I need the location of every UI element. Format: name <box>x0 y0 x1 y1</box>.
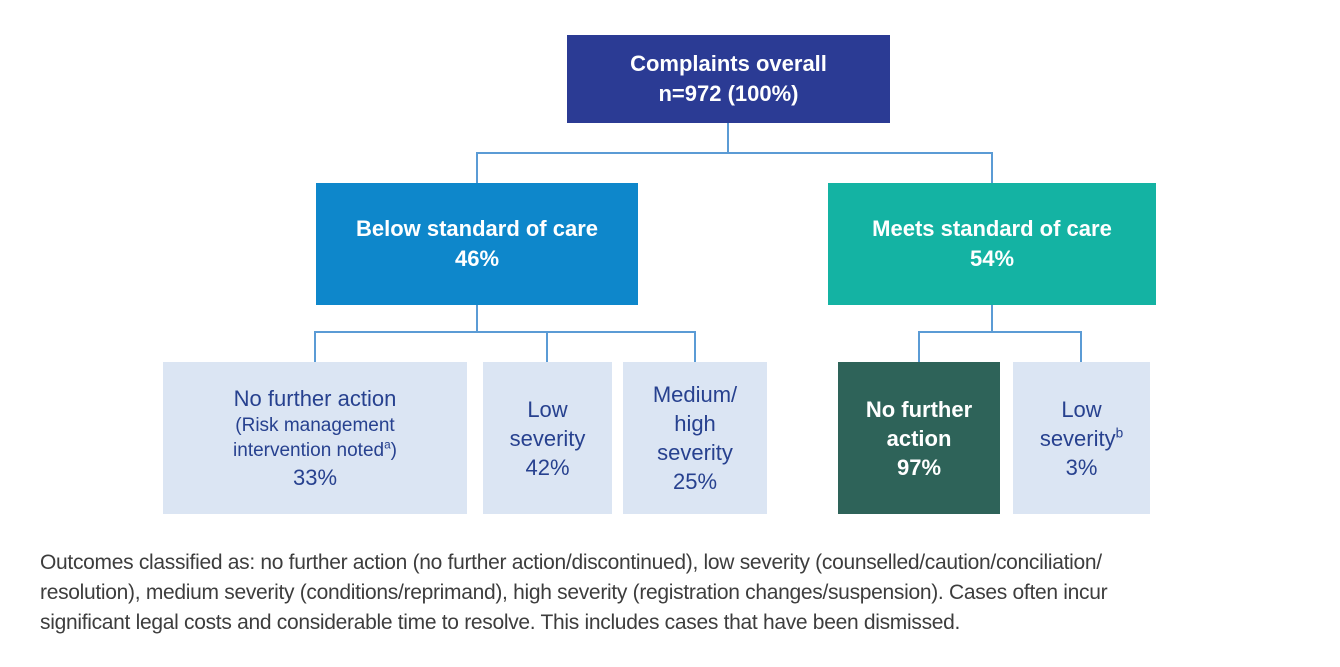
connector-line <box>1080 331 1082 362</box>
connector-line <box>918 331 920 362</box>
connector-line <box>918 331 1082 333</box>
node-no-further-action-below: No further action (Risk management inter… <box>163 362 467 514</box>
node-title: Medium/ <box>652 382 738 407</box>
node-title: high <box>674 411 716 436</box>
node-percent: 54% <box>969 246 1015 271</box>
node-meets-standard: Meets standard of care 54% <box>828 183 1156 305</box>
footnote-marker-b: b <box>1115 425 1124 441</box>
node-title: Meets standard of care <box>872 216 1112 241</box>
node-percent: 97% <box>896 454 942 480</box>
connector-line <box>727 123 729 153</box>
node-no-further-action-meets: No further action 97% <box>838 362 1000 514</box>
connector-line <box>314 331 316 362</box>
node-title: severity <box>657 440 733 465</box>
footnote-marker-a: a <box>384 438 391 452</box>
node-note: (Risk management <box>235 415 395 436</box>
connector-line <box>314 331 696 333</box>
node-title: No further action <box>233 386 397 411</box>
node-percent: 46% <box>454 246 500 271</box>
node-percent: 25% <box>672 469 718 494</box>
connector-line <box>476 152 993 154</box>
node-value: n=972 (100%) <box>658 81 799 106</box>
node-title: No further <box>865 396 973 422</box>
footnote: Outcomes classified as: no further actio… <box>40 548 1320 638</box>
node-percent: 42% <box>525 454 570 480</box>
node-title: Complaints overall <box>630 51 827 76</box>
connector-line <box>694 331 696 362</box>
node-note: intervention noteda) <box>233 438 397 461</box>
node-percent: 3% <box>1065 454 1098 480</box>
footnote-line: resolution), medium severity (conditions… <box>40 581 1108 604</box>
node-title: action <box>886 425 952 451</box>
connector-line <box>476 152 478 183</box>
node-percent: 33% <box>292 465 338 490</box>
connector-line <box>546 331 548 362</box>
node-medium-high-severity-below: Medium/ high severity 25% <box>623 362 767 514</box>
footnote-line: significant legal costs and considerable… <box>40 611 961 634</box>
node-title: Below standard of care <box>355 216 599 241</box>
node-title: Low <box>1061 396 1102 422</box>
node-title: severityb <box>1039 425 1124 451</box>
connector-line <box>991 305 993 333</box>
node-low-severity-meets: Low severityb 3% <box>1013 362 1150 514</box>
footnote-line: Outcomes classified as: no further actio… <box>40 551 1102 574</box>
connector-line <box>476 305 478 333</box>
node-title: severity <box>509 425 586 451</box>
connector-line <box>991 152 993 183</box>
node-complaints-overall: Complaints overall n=972 (100%) <box>567 35 890 123</box>
node-low-severity-below: Low severity 42% <box>483 362 612 514</box>
node-title: Low <box>527 396 568 422</box>
node-below-standard: Below standard of care 46% <box>316 183 638 305</box>
